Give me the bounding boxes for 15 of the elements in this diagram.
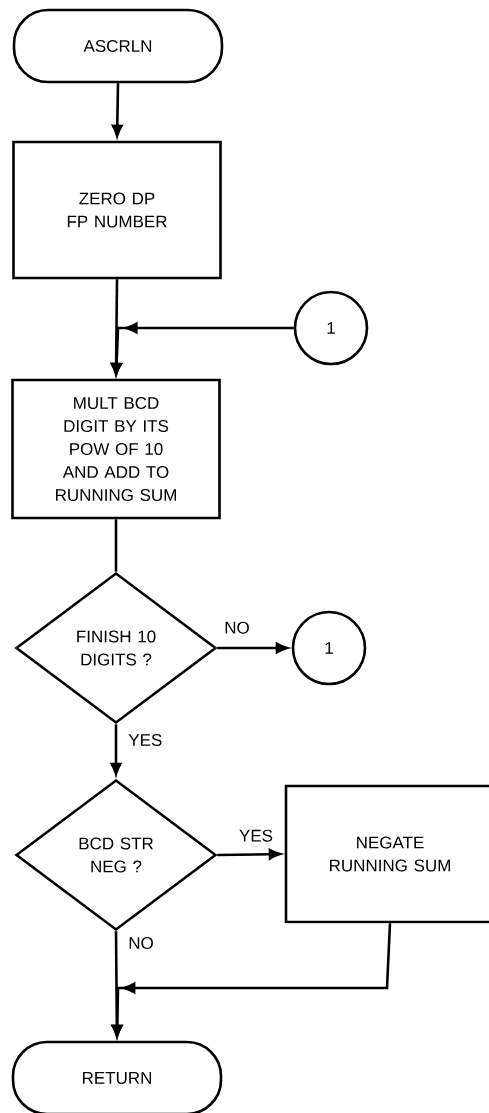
process-box: NEGATE RUNNING SUM xyxy=(284,784,489,924)
arrow xyxy=(111,322,294,376)
process-box: MULT BCD DIGIT BY ITS POW OF 10 AND ADD TO RUNNING SUM xyxy=(11,378,221,520)
arrow xyxy=(110,724,122,776)
terminal-box: RETURN xyxy=(11,1040,223,1113)
arrow xyxy=(217,848,282,860)
arrow xyxy=(111,923,392,1038)
arrow xyxy=(217,642,289,654)
edge-label: YES xyxy=(128,734,162,747)
edge-label: NO xyxy=(129,937,153,950)
terminal-box: ASCRLN xyxy=(12,8,224,84)
arrow xyxy=(111,83,123,138)
process-box: ZERO DP FP NUMBER xyxy=(12,140,222,280)
edge-label: NO xyxy=(225,621,249,634)
edge-label: YES xyxy=(239,829,273,842)
